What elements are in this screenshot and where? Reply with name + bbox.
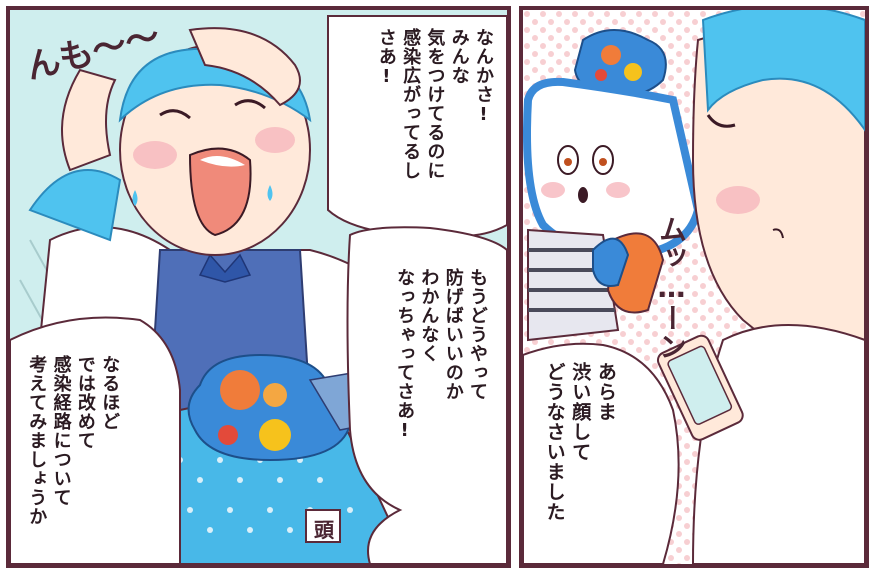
panel-left: んも〜〜 なんかさ! みんな 気をつけてるのに 感染広がってるし さあ! もうど… — [6, 6, 511, 568]
speech-bubble-middle: もうどうやって 防げばいいのか わかんなく なっちゃってさあ! — [394, 268, 488, 442]
panel-left-illustration — [10, 15, 507, 564]
apron-tag-label: 頭 — [314, 518, 334, 542]
blue-hand — [592, 237, 630, 287]
panel-right: あらま 渋い顔して どうなさいました ムッ…ーン — [519, 6, 869, 568]
cheek-right — [255, 127, 295, 153]
woman-hair — [701, 10, 865, 132]
hand-on-head — [188, 27, 301, 107]
right-bubble-shape — [523, 342, 680, 564]
speech-bubble-bottom: なるほど では改めて 感染経路について 考えてみましょうか — [26, 355, 121, 526]
teeth — [200, 156, 245, 167]
hair-side — [28, 169, 122, 242]
red-spot — [218, 425, 238, 445]
speech-bubble-right: あらま 渋い顔して どうなさいました — [543, 362, 617, 522]
bubble-bottom-shape — [10, 316, 181, 564]
small-orange-spot — [263, 383, 287, 407]
mascot-face — [523, 77, 703, 260]
eye-right — [234, 99, 266, 110]
orange-spot — [220, 370, 260, 410]
sfx-mun: ムッ…ーン — [655, 215, 688, 360]
woman-mouth — [772, 228, 784, 239]
smartphone-screen — [667, 345, 733, 425]
mascot-mouth — [578, 187, 588, 203]
woman-eye — [706, 114, 736, 128]
panel-right-illustration — [523, 10, 865, 564]
bow-tie — [198, 253, 252, 283]
mouth — [188, 147, 252, 237]
yellow-spot — [259, 419, 291, 451]
sweat-drop — [132, 190, 138, 206]
eye-left — [159, 109, 191, 120]
apron-tag-box — [305, 509, 341, 543]
raised-hand — [61, 68, 117, 172]
bubble-middle-shape — [346, 226, 507, 564]
speech-bubble-top: なんかさ! みんな 気をつけてるのに 感染広がってるし さあ! — [375, 28, 494, 180]
cheek-left — [133, 141, 177, 169]
woman-cheek — [716, 186, 760, 214]
sweat-drop-2 — [267, 185, 273, 201]
